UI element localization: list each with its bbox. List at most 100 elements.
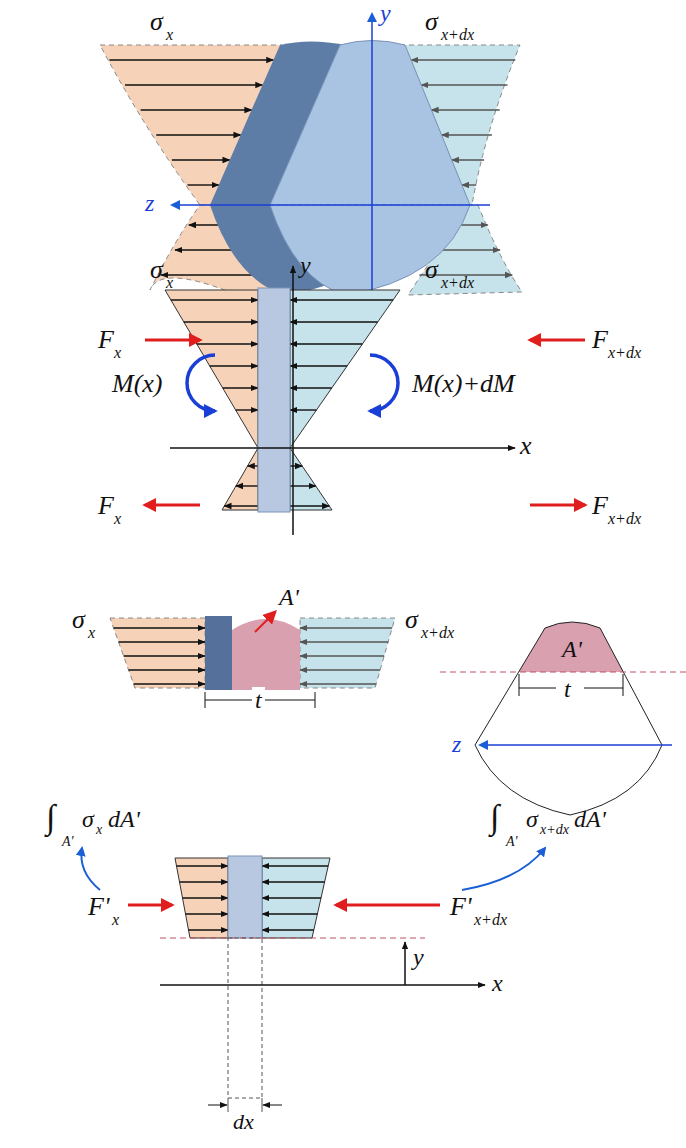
moment-arrow: [187, 355, 215, 411]
force-symbol: F: [98, 492, 114, 521]
subscript: x+dx: [608, 510, 641, 528]
integral-sign: ∫: [46, 798, 55, 835]
subscript: x: [114, 344, 121, 362]
dimension-arrow: [263, 1105, 282, 1106]
partial-area: [232, 619, 300, 690]
axis-label: x: [520, 432, 532, 461]
force-symbol: F: [592, 492, 608, 521]
panel-3d: [100, 14, 522, 300]
stress-arrow: [290, 365, 347, 366]
stress-arrow: [300, 669, 380, 670]
stress-arrow: [438, 249, 501, 250]
stress-arrow: [114, 627, 205, 628]
force-arrow: [128, 904, 172, 907]
stress-region: [175, 858, 228, 938]
stress-arrow: [172, 159, 230, 160]
force-arrow: [145, 339, 200, 342]
stress-arrow: [180, 881, 229, 882]
area-label: A': [562, 636, 582, 662]
axis-label: x: [492, 970, 503, 996]
y-axis: [404, 942, 406, 985]
stress-arrow: [300, 655, 384, 656]
stress-arrow: [262, 881, 325, 882]
cut-line: [440, 672, 686, 673]
stress-arrow: [262, 897, 321, 898]
subscript: x+dx: [540, 822, 569, 837]
stress-arrow: [442, 134, 492, 135]
stress-arrow: [290, 299, 393, 300]
subscript: x+dx: [441, 26, 474, 44]
stress-region: [110, 618, 205, 688]
force-symbol: F': [88, 893, 109, 922]
stress-arrow: [300, 627, 392, 628]
stress-arrow: [124, 655, 205, 656]
moment-label: M(x): [112, 370, 163, 399]
stress-arrow: [184, 321, 258, 322]
stress-arrow: [290, 343, 362, 344]
panel-forces: [81, 848, 545, 1112]
subscript: x: [166, 274, 173, 292]
stress-arrow: [119, 641, 205, 642]
force-arrow: [530, 504, 585, 507]
subscript: x: [112, 911, 119, 929]
stress-symbol: σ: [150, 256, 163, 285]
stress-region: [290, 290, 400, 448]
side-face: [205, 616, 232, 690]
stress-region: [290, 448, 332, 510]
y-axis: [371, 14, 373, 300]
dimension-tick: [519, 674, 520, 696]
dimension-label: t: [252, 687, 265, 713]
subscript: x: [166, 26, 173, 44]
stress-arrow: [224, 505, 258, 506]
stress-arrow: [156, 134, 240, 135]
x-axis: [160, 984, 485, 986]
subscript: A': [506, 834, 518, 849]
y-axis: [292, 266, 294, 535]
force-symbol: F: [98, 326, 114, 355]
stress-arrow: [210, 365, 258, 366]
dimension-line: [519, 688, 556, 689]
stress-symbol: σ: [82, 806, 94, 832]
axis-label: y: [300, 252, 311, 278]
force-symbol: F': [450, 893, 471, 922]
axis-label: y: [413, 944, 424, 970]
stress-symbol: σ: [526, 806, 538, 832]
beam-slice: [258, 288, 290, 512]
stress-arrow: [197, 343, 258, 344]
z-axis: [480, 744, 672, 746]
panel-side: [145, 266, 585, 535]
leader-arrow: [255, 612, 275, 632]
force-arrow: [336, 904, 440, 907]
stress-arrow: [452, 159, 484, 160]
stress-arrow: [129, 669, 205, 670]
stress-arrow: [171, 299, 258, 300]
stress-arrow: [186, 913, 229, 914]
stress-arrow: [262, 913, 317, 914]
stress-symbol: σ: [405, 606, 418, 635]
subscript: x+dx: [608, 344, 641, 362]
stress-arrow: [290, 409, 316, 410]
stress-arrow: [300, 641, 388, 642]
stress-arrow: [183, 897, 229, 898]
integral-sign: ∫: [490, 798, 499, 835]
stress-arrow: [188, 184, 219, 185]
stress-arrow: [262, 865, 328, 866]
z-axis: [172, 204, 490, 206]
cut-line: [160, 938, 425, 939]
axis-label: z: [145, 190, 154, 216]
stress-symbol: σ: [425, 256, 438, 285]
stress-arrow: [134, 683, 205, 684]
moment-arrow: [370, 355, 398, 411]
dimension-label: t: [564, 676, 571, 702]
stress-region: [165, 290, 258, 448]
leader-arrow: [462, 848, 545, 890]
front-face: [270, 41, 470, 296]
stress-arrow: [236, 409, 258, 410]
partial-area: [475, 622, 662, 672]
area-element: dA': [108, 806, 140, 832]
dimension-label: dx: [233, 1110, 254, 1134]
stress-arrow: [300, 683, 376, 684]
dimension-line: [584, 688, 623, 689]
